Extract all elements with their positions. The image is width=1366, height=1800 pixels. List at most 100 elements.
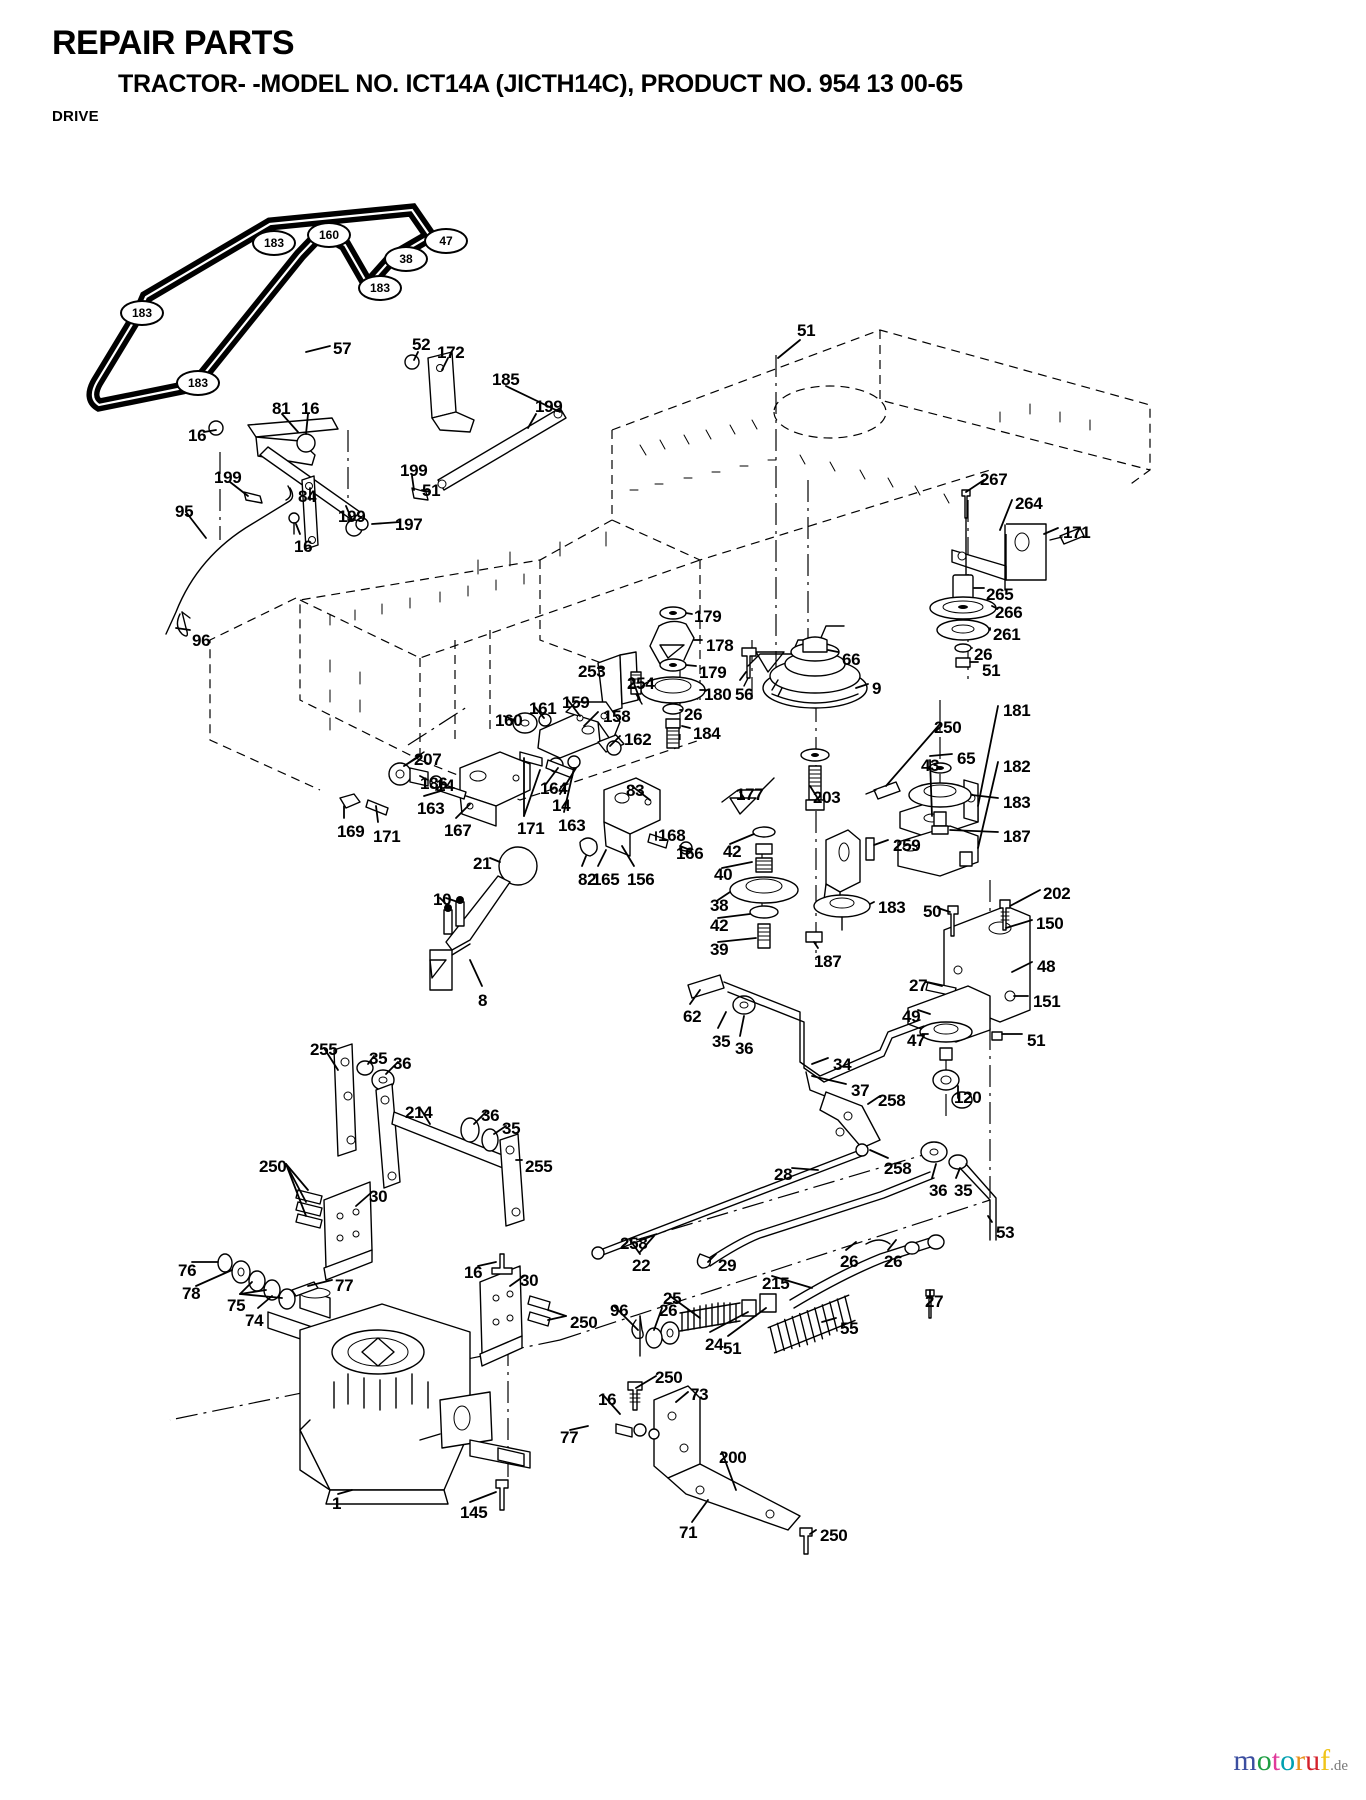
part-callout-81: 81 (272, 399, 291, 418)
part-callout-1: 1 (332, 1494, 342, 1513)
part-callout-26: 26 (974, 645, 993, 664)
part-callout-26: 26 (659, 1301, 678, 1320)
part-callout-183: 183 (878, 898, 906, 917)
part-callout-214: 214 (405, 1103, 433, 1122)
part-callout-66: 66 (842, 650, 861, 669)
upper-left-linkage (208, 351, 567, 550)
bracket-259 (805, 829, 875, 943)
part-callout-264: 264 (1015, 494, 1043, 513)
left-linkage-15x-16x (339, 701, 693, 857)
part-callout-56: 56 (735, 685, 754, 704)
part-callout-74: 74 (245, 1311, 264, 1330)
part-callout-83: 83 (626, 781, 645, 800)
part-callout-145: 145 (460, 1503, 488, 1522)
drive-belt-57 (86, 203, 440, 412)
model-subtitle: TRACTOR- -MODEL NO. ICT14A (JICTH14C), P… (118, 70, 963, 98)
part-callout-22: 22 (632, 1256, 651, 1275)
part-callout-55: 55 (840, 1319, 859, 1338)
part-callout-253: 253 (578, 662, 606, 681)
part-callout-8: 8 (478, 991, 488, 1010)
part-callout-65: 65 (957, 749, 976, 768)
part-callout-265: 265 (986, 585, 1014, 604)
part-callout-150: 150 (1036, 914, 1064, 933)
part-callout-27: 27 (925, 1292, 944, 1311)
leader-lines (175, 339, 1059, 1535)
part-callout-62: 62 (683, 1007, 702, 1026)
part-callout-84: 84 (298, 487, 317, 506)
part-callout-51: 51 (1027, 1031, 1046, 1050)
part-callout-36: 36 (393, 1054, 412, 1073)
part-callout-160: 160 (495, 711, 523, 730)
part-callout-36: 36 (481, 1106, 500, 1125)
part-callout-36: 36 (735, 1039, 754, 1058)
part-callout-179: 179 (694, 607, 722, 626)
part-callout-250: 250 (570, 1313, 598, 1332)
watermark-letter-f: f (1320, 1744, 1331, 1777)
part-callout-199: 199 (535, 397, 563, 416)
part-callout-39: 39 (710, 940, 729, 959)
part-callout-51: 51 (422, 481, 441, 500)
part-callout-51: 51 (723, 1339, 742, 1358)
brackets-73-200-71 (615, 1381, 813, 1555)
watermark-letter-t: t (1271, 1744, 1281, 1777)
part-callout-177: 177 (736, 785, 764, 804)
variator-pulley-9 (747, 625, 868, 811)
part-callout-261: 261 (993, 625, 1021, 644)
part-callout-163: 163 (558, 816, 586, 835)
clutch-stack-38 (729, 826, 799, 949)
part-callout-30: 30 (369, 1187, 388, 1206)
part-callout-38: 38 (710, 896, 729, 915)
part-callout-16: 16 (301, 399, 320, 418)
part-callout-197: 197 (395, 515, 423, 534)
assembly-centerlines (169, 355, 991, 1480)
part-callout-250: 250 (934, 718, 962, 737)
part-callout-24: 24 (705, 1335, 724, 1354)
part-callout-26: 26 (684, 705, 703, 724)
part-callout-187: 187 (1003, 827, 1031, 846)
part-callout-57: 57 (333, 339, 352, 358)
part-callout-207: 207 (414, 750, 442, 769)
part-callout-182: 182 (1003, 757, 1031, 776)
part-callout-250: 250 (655, 1368, 683, 1387)
part-callout-35: 35 (954, 1181, 973, 1200)
rod-215 (789, 1234, 945, 1319)
pulley-183-c: 183 (250, 229, 298, 259)
part-callout-166: 166 (676, 844, 704, 863)
bracket-181-182 (865, 762, 979, 877)
page-title: REPAIR PARTS (52, 24, 295, 62)
part-callout-51: 51 (797, 321, 816, 340)
part-callout-250: 250 (259, 1157, 287, 1176)
watermark-letter-o2: o (1280, 1744, 1296, 1777)
part-callout-75: 75 (227, 1296, 246, 1315)
part-callout-162: 162 (624, 730, 652, 749)
watermark-letter-r: r (1295, 1744, 1306, 1777)
part-callout-47: 47 (907, 1031, 926, 1050)
part-callout-26: 26 (840, 1252, 859, 1271)
part-callout-199: 199 (338, 507, 366, 526)
part-callout-167: 167 (444, 821, 472, 840)
part-callout-14: 14 (436, 776, 455, 795)
part-callout-35: 35 (369, 1049, 388, 1068)
part-callout-179: 179 (699, 663, 727, 682)
lower-right-bracket-group (907, 899, 1031, 1170)
part-callout-178: 178 (706, 636, 734, 655)
part-callout-48: 48 (1037, 957, 1056, 976)
part-callout-42: 42 (723, 842, 742, 861)
part-callout-29: 29 (718, 1256, 737, 1275)
part-callout-28: 28 (774, 1165, 793, 1184)
watermark-letter-u: u (1305, 1744, 1321, 1777)
part-callout-255: 255 (310, 1040, 338, 1059)
part-callout-16: 16 (294, 537, 313, 556)
part-callout-35: 35 (502, 1119, 521, 1138)
watermark-motoruf: motoruf.de (1233, 1744, 1348, 1778)
shift-lever-21 (429, 846, 538, 991)
part-callout-26: 26 (884, 1252, 903, 1271)
idler-assembly-26x (929, 489, 1085, 668)
rod-95-96 (165, 485, 294, 637)
pulley-38: 38 (382, 245, 430, 275)
part-callout-25: 25 (663, 1289, 682, 1308)
part-callout-96: 96 (192, 631, 211, 650)
part-callout-163: 163 (417, 799, 445, 818)
part-callout-255: 255 (525, 1157, 553, 1176)
